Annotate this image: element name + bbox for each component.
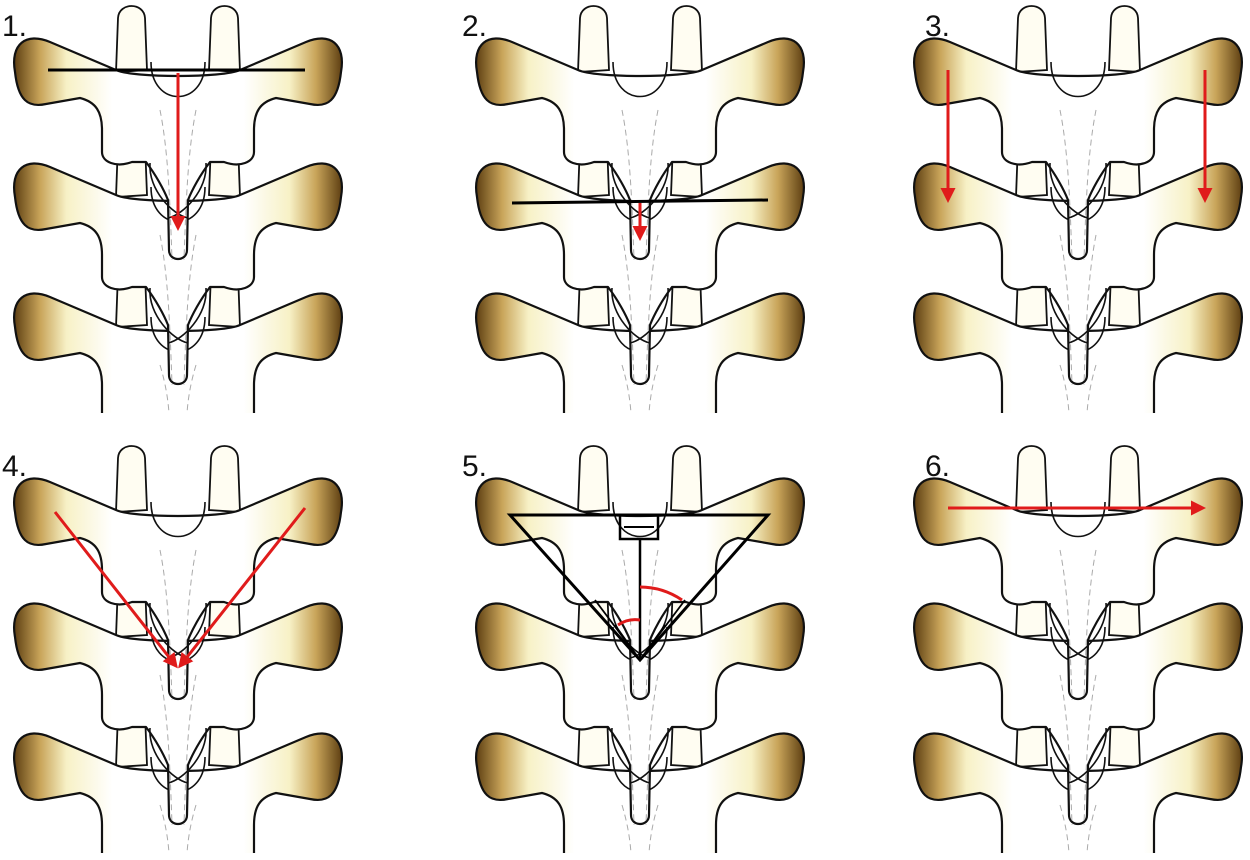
vertebrae-illustration xyxy=(914,6,1242,413)
left-angle-arc xyxy=(617,618,641,627)
vertebrae-illustration xyxy=(14,446,342,853)
panel-6 xyxy=(914,446,1242,853)
panel-1 xyxy=(14,6,342,413)
panel-label-5: 5. xyxy=(462,450,487,483)
reference-line xyxy=(511,198,769,205)
panel-5 xyxy=(476,446,804,853)
right-oblique-arrow xyxy=(178,507,307,669)
panel-label-3: 3. xyxy=(925,10,950,43)
panel-4 xyxy=(14,446,342,853)
panel-label-6: 6. xyxy=(925,450,950,483)
panel-2 xyxy=(476,6,804,413)
left-oblique-arrow xyxy=(53,511,178,669)
panel-label-2: 2. xyxy=(462,10,487,43)
panel-label-4: 4. xyxy=(2,450,27,483)
panel-3 xyxy=(914,6,1242,413)
panel-label-1: 1. xyxy=(2,10,27,43)
right-angle-arc xyxy=(639,585,683,602)
